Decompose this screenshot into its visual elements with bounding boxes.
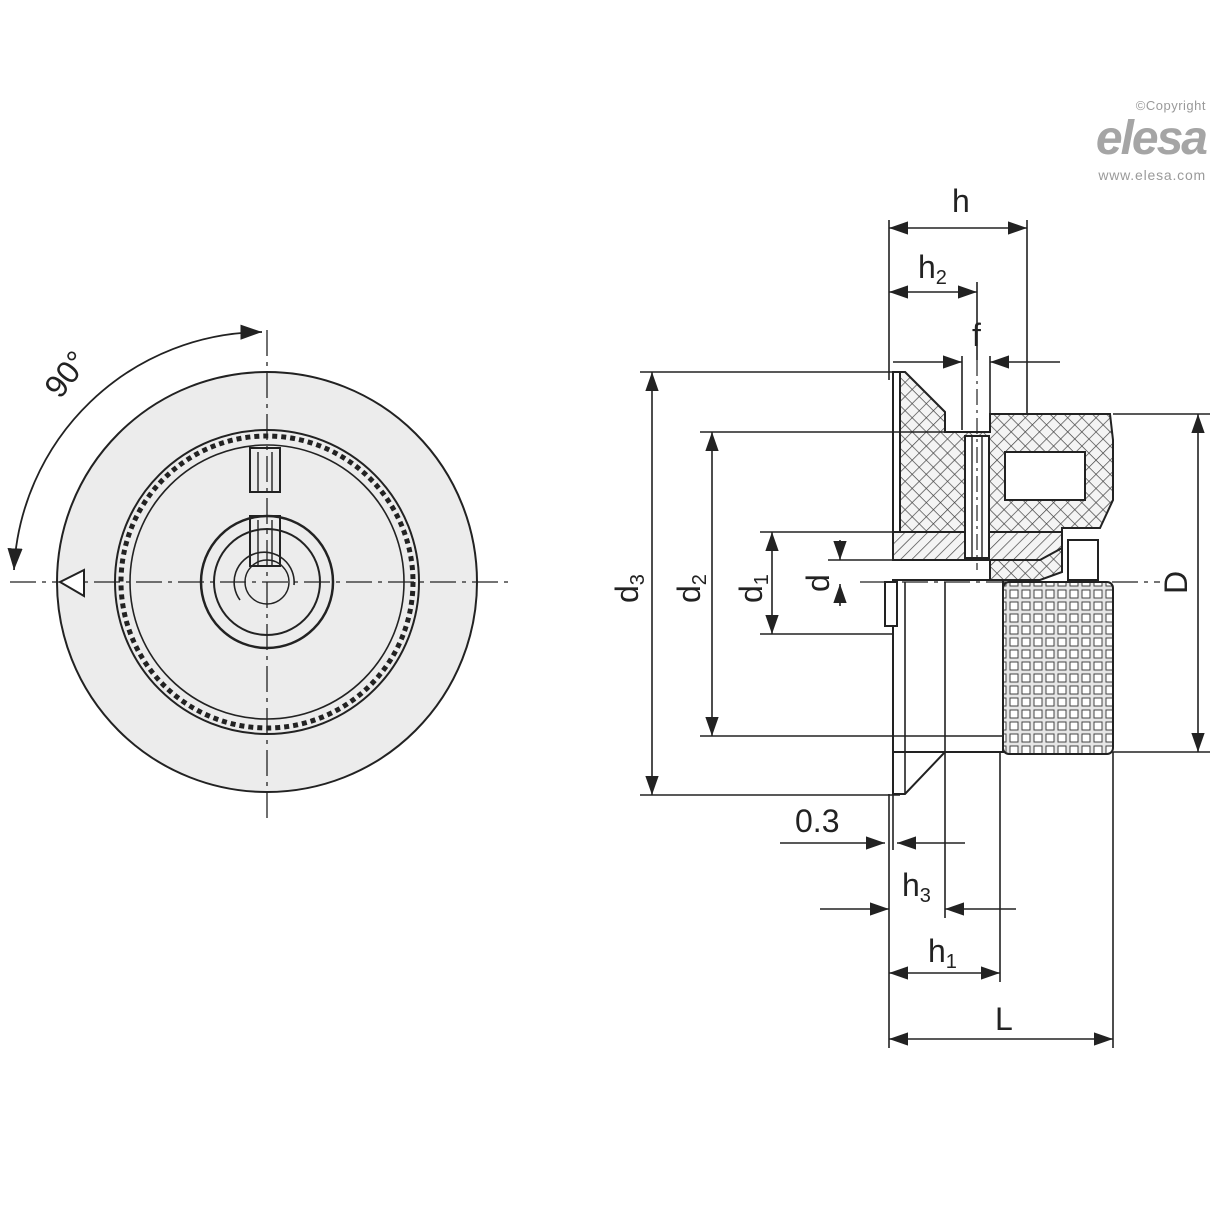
side-view bbox=[860, 360, 1160, 795]
label-D: D bbox=[1158, 571, 1194, 594]
label-gap: 0.3 bbox=[795, 803, 839, 839]
dimension-labels: h h2 f d3 d2 d1 d D 0.3 h3 h1 L bbox=[609, 183, 1194, 1037]
label-d: d bbox=[800, 574, 836, 592]
shaft-step bbox=[884, 581, 898, 627]
label-h: h bbox=[952, 183, 970, 219]
hub-lower-body bbox=[892, 579, 1004, 753]
label-h1: h1 bbox=[928, 933, 957, 973]
label-d2: d2 bbox=[671, 574, 711, 603]
label-h3: h3 bbox=[902, 867, 931, 907]
inner-cavity-2 bbox=[1067, 539, 1099, 581]
inner-cavity bbox=[1004, 451, 1086, 501]
angle-arc bbox=[7, 324, 263, 571]
label-h2: h2 bbox=[918, 249, 947, 289]
knurled-grip bbox=[1002, 581, 1114, 755]
label-d1: d1 bbox=[733, 574, 773, 603]
brand-url: www.elesa.com bbox=[1098, 167, 1206, 183]
dimensions bbox=[640, 220, 1210, 1048]
copyright-text: ©Copyright bbox=[1135, 98, 1206, 113]
label-L: L bbox=[995, 1001, 1013, 1037]
brand-watermark: ©Copyright elesa www.elesa.com bbox=[1056, 98, 1208, 183]
label-f: f bbox=[972, 317, 981, 353]
label-d3: d3 bbox=[609, 574, 649, 603]
elesa-logo: elesa bbox=[1095, 112, 1208, 165]
reference-triangle-icon bbox=[57, 568, 85, 598]
angle-label: 90° bbox=[37, 344, 95, 404]
front-view bbox=[7, 324, 510, 822]
